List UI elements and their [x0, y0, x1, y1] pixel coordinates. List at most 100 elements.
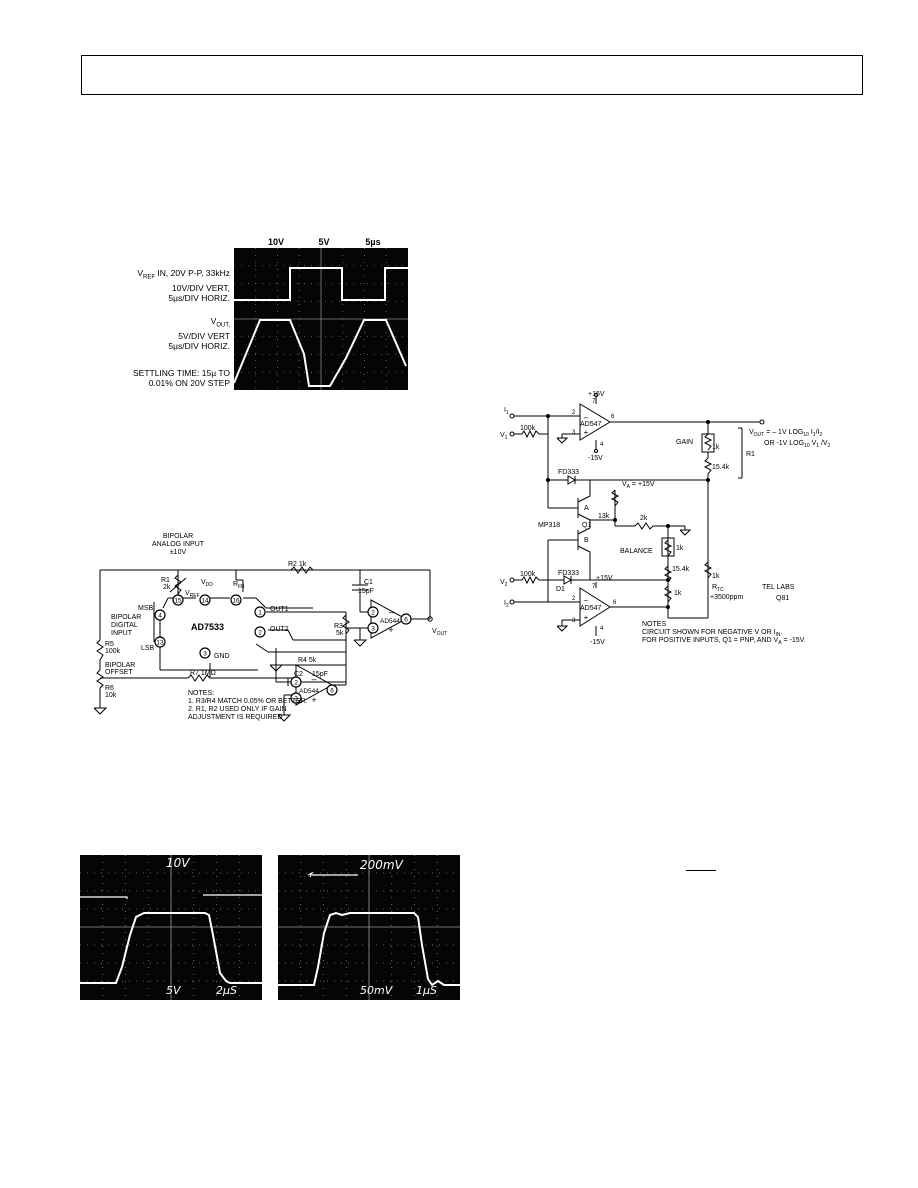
svg-text:R6: R6 [105, 685, 114, 692]
svg-text:10k: 10k [105, 692, 117, 699]
svg-text:BIPOLAR: BIPOLAR [111, 614, 141, 621]
svg-text:I2: I2 [504, 600, 509, 609]
svg-text:RFB: RFB [233, 581, 245, 590]
svg-text:16: 16 [232, 598, 240, 605]
svg-text:VA = +15V: VA = +15V [622, 481, 655, 490]
svg-text:100k: 100k [520, 571, 536, 578]
svg-text:RTC: RTC [712, 584, 724, 593]
svg-text:VDD: VDD [201, 579, 213, 588]
svg-text:15pF: 15pF [358, 588, 374, 595]
svg-text:D1: D1 [556, 586, 565, 593]
svg-text:V1: V1 [500, 432, 508, 441]
vout-label: VOUT, 5V/DIV VERT 5µs/DIV HORIZ. [168, 316, 230, 351]
svg-text:1k: 1k [712, 444, 720, 451]
svg-text:AD547: AD547 [580, 421, 602, 428]
svg-text:DIGITAL: DIGITAL [111, 622, 138, 629]
svg-text:4: 4 [600, 626, 604, 632]
svg-text:3: 3 [294, 696, 298, 703]
svg-text:MSB: MSB [138, 605, 154, 612]
svg-text:–: – [388, 607, 393, 617]
svg-text:1: 1 [258, 610, 262, 617]
scope-bottom-left: 10V 5V 2µS [80, 855, 262, 1000]
svg-text:+15V: +15V [588, 391, 605, 398]
svg-text:BALANCE: BALANCE [620, 548, 653, 555]
log-amp-schematic: I1 V1 100k +15V 7 2 3 4 6 AD547 -15V VOU… [500, 391, 831, 646]
svg-text:6: 6 [613, 600, 617, 606]
svg-text:100k: 100k [105, 648, 121, 655]
svg-text:LSB: LSB [141, 645, 155, 652]
svg-text:2: 2 [258, 630, 262, 637]
scope-top-header: 10V 5V 5µs [268, 237, 381, 247]
svg-text:2: 2 [572, 410, 576, 416]
svg-text:FD333: FD333 [558, 570, 579, 577]
svg-text:+: + [388, 625, 393, 635]
svg-text:GAIN: GAIN [676, 439, 693, 446]
svg-text:Q81: Q81 [776, 595, 789, 602]
svg-text:AD7533: AD7533 [191, 622, 224, 632]
scope-top-header-1: 10V [268, 237, 284, 247]
svg-text:AD544: AD544 [380, 618, 400, 625]
scope-bottom-right: 200mV 50mV 1µS [278, 855, 460, 1000]
svg-text:R3: R3 [334, 623, 343, 630]
svg-text:+3500ppm: +3500ppm [710, 594, 743, 601]
svg-text:VREF: VREF [185, 590, 200, 599]
svg-text:TEL LABS: TEL LABS [762, 584, 795, 591]
svg-text:2. R1, R2 USED ONLY IF GAIN: 2. R1, R2 USED ONLY IF GAIN [188, 706, 287, 713]
scope-top [234, 248, 408, 390]
svg-text:C1: C1 [364, 579, 373, 586]
svg-text:100k: 100k [520, 425, 536, 432]
svg-text:±10V: ±10V [170, 549, 187, 556]
svg-text:2: 2 [572, 596, 576, 602]
svg-text:R2 1k: R2 1k [288, 561, 307, 568]
svg-text:15pF: 15pF [312, 671, 328, 678]
svg-text:OUT1: OUT1 [270, 606, 289, 613]
svg-text:7: 7 [592, 584, 596, 590]
svg-text:–: – [584, 596, 589, 605]
svg-text:+15V: +15V [596, 575, 613, 582]
svg-text:B: B [584, 537, 589, 544]
svg-text:15.4k: 15.4k [712, 464, 730, 471]
svg-text:V2: V2 [500, 579, 508, 588]
svg-text:+: + [584, 428, 589, 437]
svg-text:13k: 13k [598, 513, 610, 520]
svg-text:VOUT: VOUT [432, 628, 447, 637]
svg-text:R1: R1 [161, 577, 170, 584]
svg-text:+: + [311, 695, 316, 705]
svg-text:1. R3/R4 MATCH 0.05% OR BETTER: 1. R3/R4 MATCH 0.05% OR BETTER. [188, 698, 308, 705]
svg-text:3: 3 [572, 618, 576, 624]
svg-text:NOTES:: NOTES: [188, 690, 214, 697]
svg-text:VOUT = – 1V LOG10 I1/I2: VOUT = – 1V LOG10 I1/I2 [749, 429, 822, 438]
svg-text:4: 4 [158, 613, 162, 620]
svg-text:OR -1V LOG10 V1 /V2: OR -1V LOG10 V1 /V2 [764, 440, 831, 449]
scope-bl-top: 10V [166, 856, 190, 870]
scope-br-top: 200mV [360, 858, 404, 872]
svg-text:NOTES: NOTES [642, 621, 666, 628]
svg-text:ANALOG INPUT: ANALOG INPUT [152, 541, 205, 548]
svg-text:FOR POSITIVE INPUTS, Q1 = PNP,: FOR POSITIVE INPUTS, Q1 = PNP, AND VA = … [642, 637, 806, 646]
svg-text:FD333: FD333 [558, 469, 579, 476]
svg-text:OUT2: OUT2 [270, 626, 289, 633]
svg-text:ADJUSTMENT IS REQUIRED: ADJUSTMENT IS REQUIRED [188, 714, 282, 721]
svg-text:15.4k: 15.4k [672, 566, 690, 573]
svg-text:C2: C2 [294, 671, 303, 678]
svg-text:–: – [311, 674, 316, 684]
svg-text:2: 2 [294, 680, 298, 687]
svg-text:INPUT: INPUT [111, 630, 133, 637]
svg-text:13: 13 [156, 640, 164, 647]
svg-text:AD544: AD544 [299, 688, 319, 695]
svg-text:–: – [584, 413, 589, 422]
svg-text:3: 3 [203, 651, 207, 658]
svg-text:MP318: MP318 [538, 522, 560, 529]
settling-label: SETTLING TIME: 15µ TO 0.01% ON 20V STEP [132, 368, 230, 388]
svg-text:R5: R5 [105, 641, 114, 648]
svg-text:15: 15 [174, 598, 182, 605]
scope-br-bl: 50mV [360, 984, 394, 997]
scope-bl-bl: 5V [166, 984, 182, 997]
svg-text:OFFSET: OFFSET [105, 669, 133, 676]
svg-text:6: 6 [404, 617, 408, 624]
svg-text:CIRCUIT SHOWN FOR NEGATIVE V O: CIRCUIT SHOWN FOR NEGATIVE V OR IIN. [642, 629, 783, 638]
scope-bl-br: 2µS [216, 984, 237, 997]
svg-text:14: 14 [201, 598, 209, 605]
svg-text:A: A [584, 505, 589, 512]
scope-top-header-2: 5V [318, 237, 329, 247]
